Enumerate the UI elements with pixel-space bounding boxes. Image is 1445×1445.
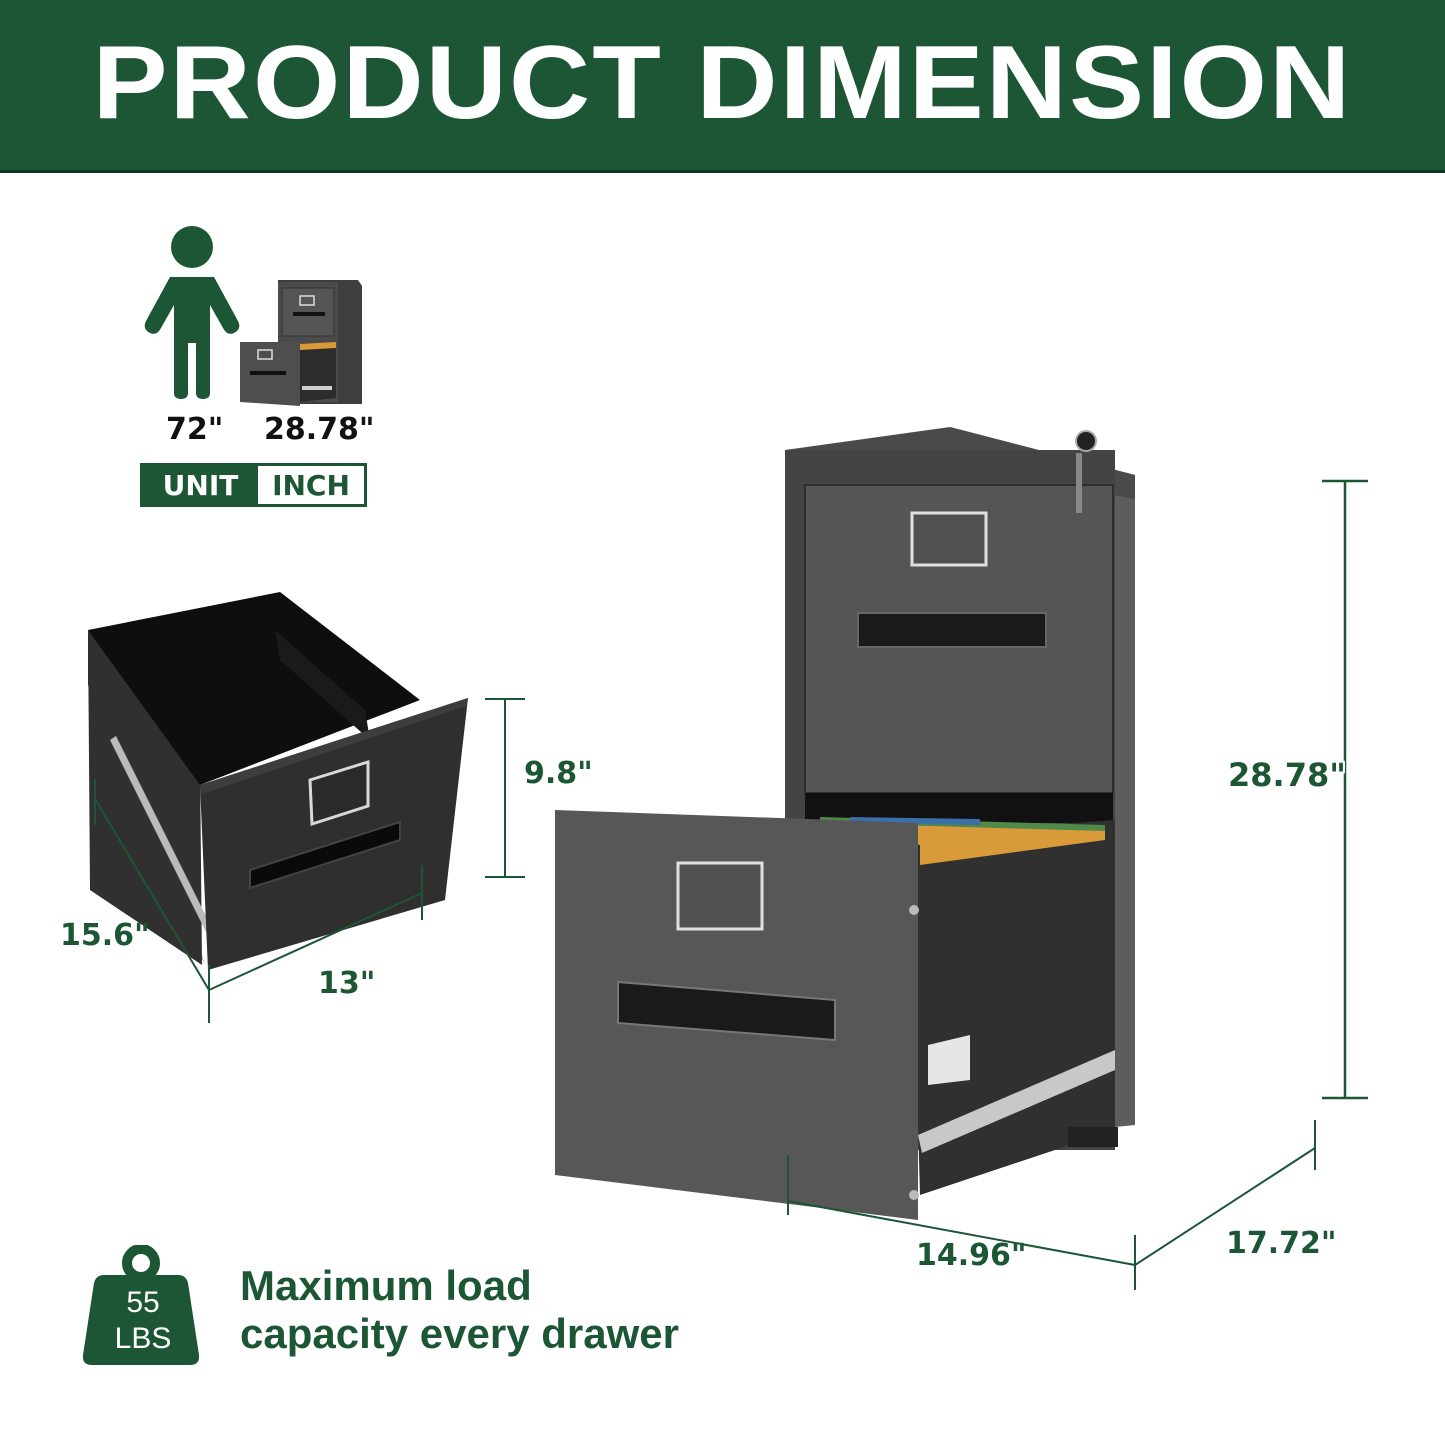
load-line-1: Maximum load — [240, 1262, 532, 1309]
weight-number: 55 — [126, 1286, 160, 1319]
weight-icon-text: 55 LBS — [84, 1285, 202, 1357]
load-line-2: capacity every drawer — [240, 1310, 679, 1357]
file-cabinet-icon — [240, 280, 362, 406]
cabinet-width-depth-dimension-lines — [787, 1120, 1316, 1290]
unit-value: INCH — [272, 468, 350, 502]
weight-icon — [82, 1245, 200, 1365]
cabinet-height-dimension-line — [1322, 479, 1368, 1100]
drawer-height-dimension-line — [485, 698, 525, 878]
page-title: PRODUCT DIMENSION — [92, 25, 1353, 141]
drawer-depth-label: 15.6" — [60, 918, 150, 953]
drawer-height-label: 9.8" — [524, 756, 593, 791]
unit-badge: UNIT INCH — [140, 463, 367, 507]
file-cabinet-illustration — [555, 427, 1135, 1220]
person-icon — [144, 226, 240, 399]
drawer-depth-width-dimension-lines — [94, 779, 423, 1023]
person-height-label: 72" — [166, 412, 224, 447]
cabinet-depth-label: 17.72" — [1226, 1226, 1337, 1261]
unit-label: UNIT — [143, 466, 258, 504]
header-banner: PRODUCT DIMENSION — [0, 0, 1445, 173]
drawer-width-label: 13" — [318, 966, 376, 1001]
load-capacity-text: Maximum load capacity every drawer — [240, 1262, 679, 1358]
cabinet-width-label: 14.96" — [916, 1238, 1027, 1273]
cabinet-height-label: 28.78" — [1228, 756, 1346, 794]
drawer-illustration — [88, 592, 468, 970]
cabinet-height-thumb-label: 28.78" — [264, 412, 375, 447]
weight-unit: LBS — [114, 1322, 172, 1355]
